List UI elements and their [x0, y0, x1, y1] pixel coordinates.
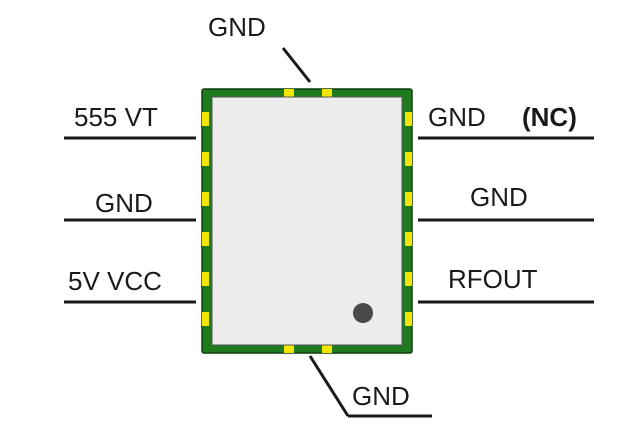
label-top-gnd: GND: [208, 12, 266, 42]
pad-accent-left-6: [202, 312, 209, 326]
label-right-gnd: GND: [428, 102, 486, 132]
pad-accent-right-3: [405, 192, 412, 206]
pad-accent-right-4: [405, 232, 412, 246]
package-body: [211, 96, 403, 346]
lead-bottom: [308, 355, 350, 417]
pad-accent-right-1: [405, 112, 412, 126]
pad-accent-left-3: [202, 192, 209, 206]
pad-accent-right-6: [405, 312, 412, 326]
pin1-marker-dot: [353, 303, 373, 323]
pad-accent-bottom-right: [322, 345, 332, 353]
pad-accent-right-5: [405, 272, 412, 286]
label-left-555vt: 555 VT: [74, 102, 158, 132]
pad-accent-left-5: [202, 272, 209, 286]
pad-accent-top-left: [284, 89, 294, 97]
lead-top: [281, 47, 312, 83]
pad-accent-left-1: [202, 112, 209, 126]
label-left-5vvcc: 5V VCC: [68, 266, 162, 296]
label-right-nc: (NC): [522, 102, 577, 132]
pad-accent-right-2: [405, 152, 412, 166]
label-bottom-gnd: GND: [352, 381, 410, 411]
label-right-rfout: RFOUT: [448, 264, 538, 294]
pin-labels: GND 555 VT GND 5V VCC GND (NC) GND RFOUT…: [68, 12, 577, 411]
pad-accent-top-right: [322, 89, 332, 97]
label-left-gnd: GND: [95, 188, 153, 218]
pad-accent-left-4: [202, 232, 209, 246]
pad-accent-bottom-left: [284, 345, 294, 353]
package: [201, 88, 413, 354]
label-right-gnd-2: GND: [470, 182, 528, 212]
lead-lines: [64, 47, 594, 418]
pad-accent-left-2: [202, 152, 209, 166]
